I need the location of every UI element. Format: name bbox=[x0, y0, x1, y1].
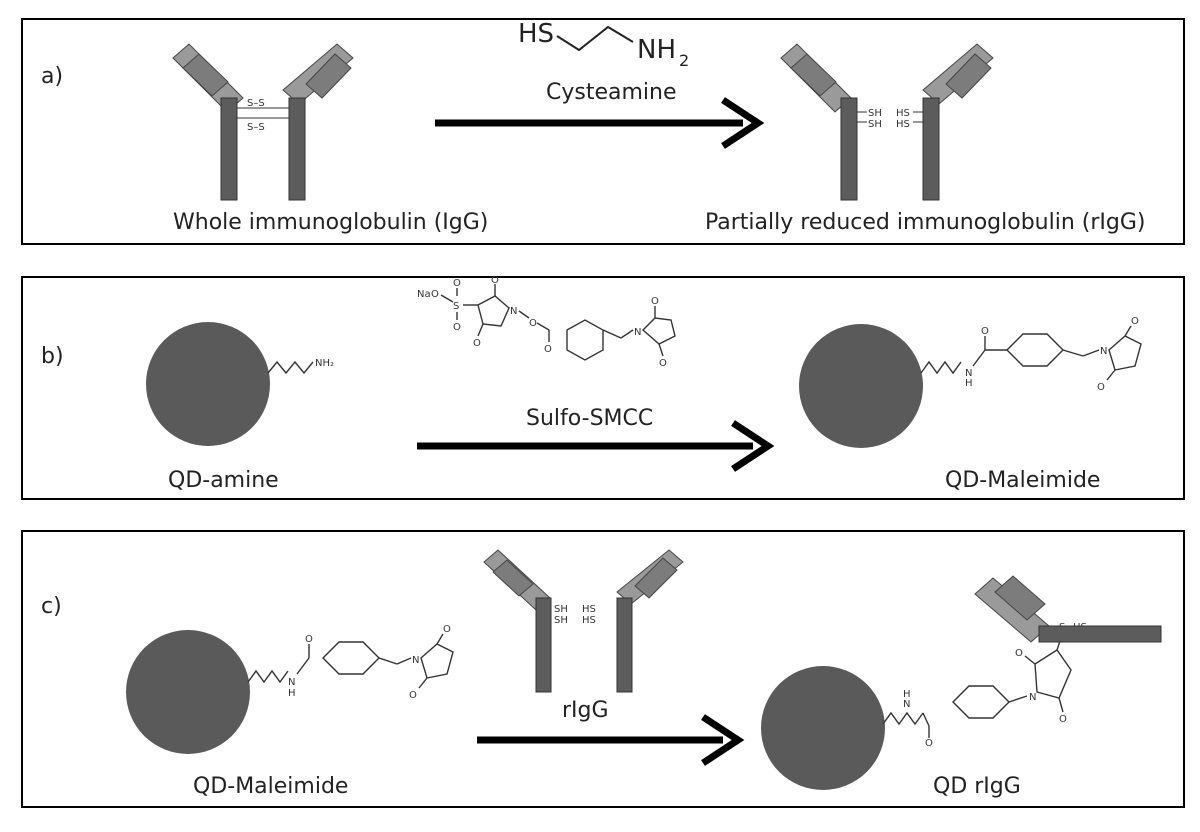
conjugated-antibody bbox=[974, 575, 1162, 643]
disulfide-1: S–S bbox=[247, 98, 265, 109]
panel-c-graphics: SH SH HS HS N H O N O O bbox=[126, 549, 1162, 790]
rigg-c-sh-2: SH bbox=[554, 615, 568, 626]
smcc-o4: O bbox=[491, 275, 499, 286]
smcc-n1: N bbox=[510, 306, 517, 317]
arrow-a bbox=[435, 97, 765, 149]
rigg-c-hs-2: HS bbox=[582, 615, 596, 626]
rigg-reagent-label: rIgG bbox=[562, 698, 609, 723]
maleimide-b-n: N bbox=[1100, 346, 1107, 357]
smcc-s: S bbox=[453, 301, 459, 312]
disulfide-2: S–S bbox=[247, 122, 265, 133]
panel-b: b) QD-amine QD-Maleimide Sulfo-SMCC NH₂ … bbox=[21, 275, 1185, 500]
maleimide-c-o2: O bbox=[409, 690, 417, 701]
qd-amine-nanocrystal bbox=[146, 322, 270, 446]
qd-maleimide-nanocrystal-c bbox=[126, 630, 250, 754]
rigg-c-hs-1: HS bbox=[582, 604, 596, 615]
smcc-o9: O bbox=[659, 358, 667, 369]
rigg-hs-2: HS bbox=[896, 119, 910, 130]
panel-c: c) QD-Maleimide QD rIgG rIgG SH SH HS HS… bbox=[21, 530, 1185, 808]
smcc-o2: O bbox=[453, 278, 461, 289]
rigg-sh-1: SH bbox=[868, 108, 882, 119]
linker-b-n: N bbox=[965, 368, 972, 379]
smcc-o8: O bbox=[651, 296, 659, 307]
cysteamine-hs-text: HS bbox=[518, 19, 554, 49]
succinimide-o2: O bbox=[1059, 714, 1067, 725]
succinimide-o1: O bbox=[1015, 648, 1023, 659]
smcc-o5: O bbox=[473, 338, 481, 349]
rigg-label: Partially reduced immunoglobulin (rIgG) bbox=[705, 210, 1146, 235]
smcc-o7: O bbox=[544, 344, 552, 355]
rigg-c-sh-1: SH bbox=[554, 604, 568, 615]
panel-b-graphics: NH₂ Na O S O O O O N O O N bbox=[146, 275, 1142, 472]
qd-rigg-nanocrystal bbox=[761, 666, 885, 790]
smcc-o6: O bbox=[529, 318, 537, 329]
panel-a-tag: a) bbox=[41, 64, 64, 89]
qd-maleimide-label-c: QD-Maleimide bbox=[193, 774, 349, 799]
smcc-n2: N bbox=[634, 327, 641, 338]
cysteamine-label: Cysteamine bbox=[546, 80, 677, 105]
smcc-o3: O bbox=[453, 322, 461, 333]
qd-maleimide-label-b: QD-Maleimide bbox=[945, 468, 1101, 493]
linker-c-h: H bbox=[288, 688, 296, 699]
panel-a: a) Whole immunoglobulin (IgG) Partially … bbox=[21, 18, 1185, 245]
qd-rigg-o: O bbox=[925, 738, 933, 749]
qd-rigg-h: H bbox=[903, 689, 911, 700]
igg-label: Whole immunoglobulin (IgG) bbox=[173, 210, 489, 235]
succinimide-n: N bbox=[1029, 692, 1036, 703]
rigg-sh-2: SH bbox=[868, 119, 882, 130]
qd-maleimide-nanocrystal-b bbox=[799, 324, 923, 448]
rigg-antibody: SH SH HS HS bbox=[780, 43, 994, 201]
smcc-o1: O bbox=[431, 289, 439, 300]
panel-a-graphics: HS NH 2 S–S S–S bbox=[172, 19, 994, 201]
linker-c-o: O bbox=[305, 634, 313, 645]
qd-amine-nh2: NH₂ bbox=[315, 358, 334, 369]
qd-amine-label: QD-amine bbox=[168, 468, 279, 493]
cysteamine-subscript: 2 bbox=[679, 51, 689, 70]
linker-b-o: O bbox=[981, 326, 989, 337]
panel-b-tag: b) bbox=[41, 344, 64, 369]
sulfo-smcc-label: Sulfo-SMCC bbox=[526, 406, 654, 431]
cysteamine-structure: HS NH 2 bbox=[518, 19, 689, 70]
maleimide-b-o2: O bbox=[1097, 382, 1105, 393]
linker-b-h: H bbox=[965, 378, 973, 389]
qd-rigg-label: QD rIgG bbox=[933, 774, 1021, 799]
qd-maleimide-linker-b: N H O N O O bbox=[920, 316, 1142, 393]
rigg-hs-1: HS bbox=[896, 108, 910, 119]
cysteamine-nh-text: NH bbox=[637, 35, 676, 65]
maleimide-b-o1: O bbox=[1131, 316, 1139, 327]
rigg-reagent-antibody: SH SH HS HS bbox=[483, 549, 684, 693]
arrow-b bbox=[417, 420, 775, 472]
smcc-na: Na bbox=[417, 289, 431, 300]
maleimide-c-o1: O bbox=[443, 624, 451, 635]
sulfo-smcc-structure: Na O S O O O O N O O N O bbox=[417, 275, 676, 369]
igg-antibody: S–S S–S bbox=[172, 43, 354, 201]
linker-c-n: N bbox=[288, 677, 295, 688]
arrow-c bbox=[477, 714, 745, 766]
qd-maleimide-linker-c: N H O N O O bbox=[247, 624, 454, 701]
qd-rigg-n: N bbox=[903, 699, 910, 710]
maleimide-c-n: N bbox=[412, 655, 419, 666]
panel-c-tag: c) bbox=[41, 594, 62, 619]
